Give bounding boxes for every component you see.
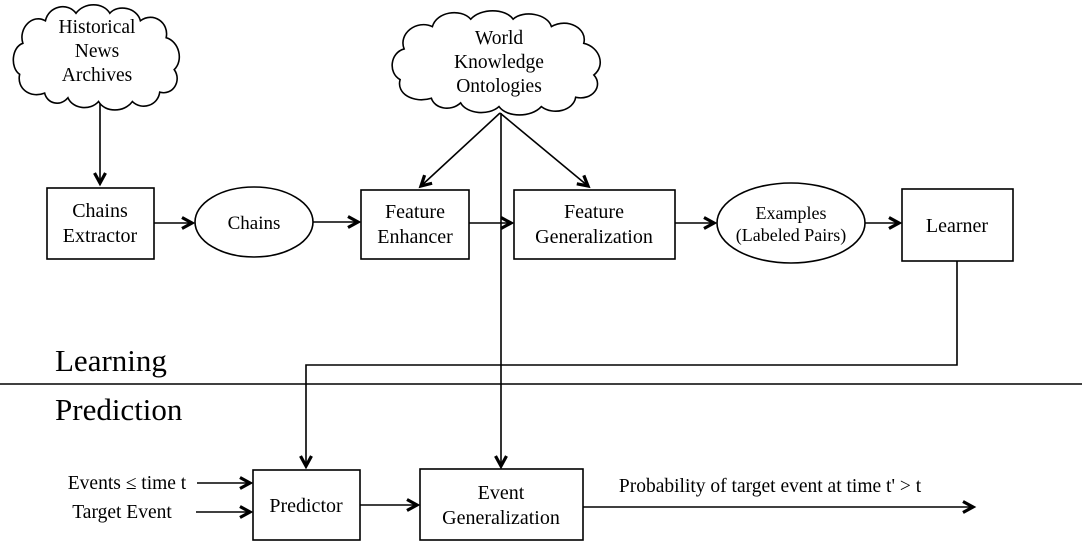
- chains-extractor-box: [46, 187, 155, 260]
- cloud-historical-news-archives: Historical News Archives: [12, 4, 181, 111]
- predictor-box: [252, 469, 361, 541]
- learner-box: [901, 188, 1014, 262]
- learning-section-label: Learning: [55, 343, 167, 378]
- feature-generalization-box: [513, 189, 676, 260]
- node-examples-labeled-pairs: Examples (Labeled Pairs): [716, 182, 866, 264]
- cloud-ontologies-line1: World: [475, 28, 524, 49]
- target-event-input-label: Target Event: [72, 502, 172, 523]
- arrow-ontologies-to-feature-generalization: [499, 112, 591, 189]
- chains-extractor-line1: Chains: [72, 200, 128, 222]
- node-feature-generalization: Feature Generalization: [513, 189, 676, 260]
- examples-ellipse: [716, 182, 866, 264]
- probability-output-label: Probability of target event at time t' >…: [619, 476, 922, 497]
- feature-enhancer-box: [360, 189, 470, 260]
- arrow-ontologies-to-feature-enhancer: [418, 112, 501, 189]
- prediction-section-label: Prediction: [55, 392, 183, 427]
- cloud-historical-line3: Archives: [62, 65, 132, 86]
- chains-label: Chains: [228, 213, 281, 234]
- examples-line1: Examples: [756, 203, 827, 223]
- chains-extractor-line2: Extractor: [63, 225, 138, 247]
- node-chains: Chains: [194, 186, 314, 258]
- cloud-historical-line1: Historical: [59, 17, 136, 38]
- node-feature-enhancer: Feature Enhancer: [360, 189, 470, 260]
- events-input-label: Events ≤ time t: [68, 473, 187, 494]
- node-event-generalization: Event Generalization: [419, 468, 584, 541]
- cloud-ontologies-line3: Ontologies: [456, 76, 542, 97]
- node-predictor: Predictor: [252, 469, 361, 541]
- chains-ellipse: [194, 186, 314, 258]
- feature-generalization-line1: Feature: [564, 201, 624, 223]
- node-learner: Learner: [901, 188, 1014, 262]
- event-generalization-line1: Event: [478, 482, 525, 504]
- feature-enhancer-line1: Feature: [385, 201, 445, 223]
- feature-enhancer-line2: Enhancer: [377, 226, 453, 248]
- cloud-world-knowledge-ontologies: World Knowledge Ontologies: [391, 9, 602, 116]
- event-generalization-line2: Generalization: [442, 507, 560, 529]
- learner-label: Learner: [926, 215, 989, 237]
- cloud-ontologies-line2: Knowledge: [454, 52, 544, 73]
- event-generalization-box: [419, 468, 584, 541]
- feature-generalization-line2: Generalization: [535, 226, 653, 248]
- predictor-label: Predictor: [269, 495, 343, 517]
- arrow-learner-to-predictor: [299, 261, 958, 470]
- node-chains-extractor: Chains Extractor: [46, 187, 155, 260]
- examples-line2: (Labeled Pairs): [736, 225, 846, 246]
- cloud-historical-line2: News: [75, 41, 119, 62]
